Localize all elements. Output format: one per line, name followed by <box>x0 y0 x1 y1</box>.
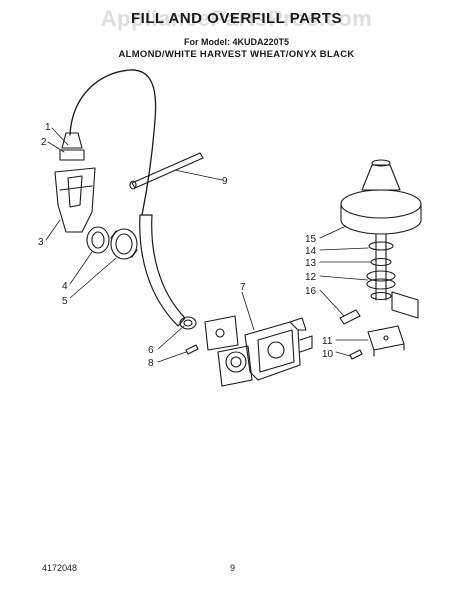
callout-1: 1 <box>45 122 51 133</box>
switch-screw <box>349 349 363 360</box>
float-stem <box>366 233 396 301</box>
inlet-valve <box>204 315 313 387</box>
fill-funnel <box>54 132 96 233</box>
callout-labels: 1 2 3 4 5 6 7 8 9 10 11 12 13 14 15 16 <box>38 122 334 369</box>
screw <box>185 344 199 355</box>
tube-rod <box>129 152 204 190</box>
hose <box>69 69 157 216</box>
callout-15: 15 <box>305 234 317 245</box>
page-number: 9 <box>230 563 236 573</box>
model-line: For Model: 4KUDA220T5 <box>183 37 290 47</box>
callout-4: 4 <box>62 281 68 292</box>
callout-14: 14 <box>305 246 317 257</box>
washer <box>86 226 110 254</box>
float-switch <box>367 325 405 357</box>
callout-13: 13 <box>305 258 317 269</box>
hose-clamp <box>179 316 197 330</box>
callout-7: 7 <box>240 282 246 293</box>
callout-10: 10 <box>322 349 334 360</box>
float <box>340 159 422 235</box>
callout-11: 11 <box>322 336 333 347</box>
callout-8: 8 <box>148 358 154 369</box>
callout-6: 6 <box>148 345 154 356</box>
page-title: FILL AND OVERFILL PARTS <box>131 10 342 27</box>
callout-16: 16 <box>305 286 317 297</box>
callout-12: 12 <box>305 272 317 283</box>
overfill-hose <box>139 214 186 327</box>
callout-3: 3 <box>38 237 44 248</box>
callout-5: 5 <box>62 296 68 307</box>
nut <box>110 228 138 260</box>
callout-2: 2 <box>41 137 47 148</box>
colors-line: ALMOND/WHITE HARVEST WHEAT/ONYX BLACK <box>118 49 355 60</box>
float-lever <box>339 291 419 325</box>
watermark: AppliancePartsPros.com <box>100 6 373 31</box>
callout-9: 9 <box>222 176 228 187</box>
part-number: 4172048 <box>42 563 78 573</box>
